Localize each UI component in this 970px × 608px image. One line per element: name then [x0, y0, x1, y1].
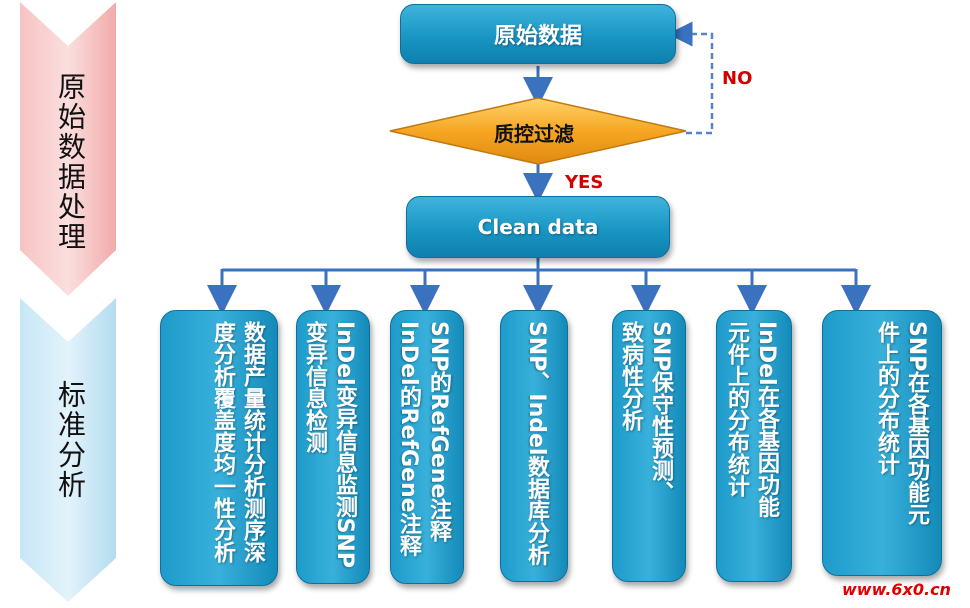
analysis-box-3: SNP的RefGene注释InDel的RefGene注释: [390, 310, 464, 584]
clean-data-box: Clean data: [406, 196, 670, 258]
clean-data-label: Clean data: [477, 215, 599, 239]
analysis-box-1: 数据产量统计分析测序深度分析覆盖度均一性分析: [160, 310, 278, 586]
analysis-label-2: InDel变异信息监测SNP变异信息检测: [302, 321, 357, 568]
analysis-box-2: InDel变异信息监测SNP变异信息检测: [296, 310, 370, 584]
analysis-box-4: SNP、Indel数据库分析: [500, 310, 568, 582]
analysis-label-5: SNP保守性预测、致病性分析: [618, 321, 673, 504]
stage1-label: 原始数据处理: [54, 72, 87, 252]
raw-data-label: 原始数据: [493, 24, 582, 49]
analysis-label-6: InDel在各基因功能元件上的分布统计: [724, 321, 779, 518]
qc-label: 质控过滤: [494, 122, 574, 146]
no-label: NO: [722, 68, 753, 89]
yes-label: YES: [565, 172, 604, 193]
stage2-label: 标准分析: [54, 380, 87, 500]
analysis-label-1: 数据产量统计分析测序深度分析覆盖度均一性分析: [210, 321, 265, 563]
qc-diamond: [389, 97, 687, 165]
analysis-label-3: SNP的RefGene注释InDel的RefGene注释: [396, 321, 451, 557]
analysis-label-7: SNP在各基因功能元件上的分布统计: [874, 321, 929, 526]
raw-data-box: 原始数据: [400, 4, 676, 64]
analysis-box-5: SNP保守性预测、致病性分析: [612, 310, 686, 582]
analysis-box-7: SNP在各基因功能元件上的分布统计: [822, 310, 942, 576]
stage1-chevron: [20, 2, 116, 296]
analysis-box-6: InDel在各基因功能元件上的分布统计: [716, 310, 792, 582]
analysis-label-4: SNP、Indel数据库分析: [524, 321, 549, 566]
stage2-chevron: [20, 298, 116, 602]
watermark: www.6x0.cn: [842, 580, 951, 599]
no-loop-arrow: [667, 21, 714, 135]
